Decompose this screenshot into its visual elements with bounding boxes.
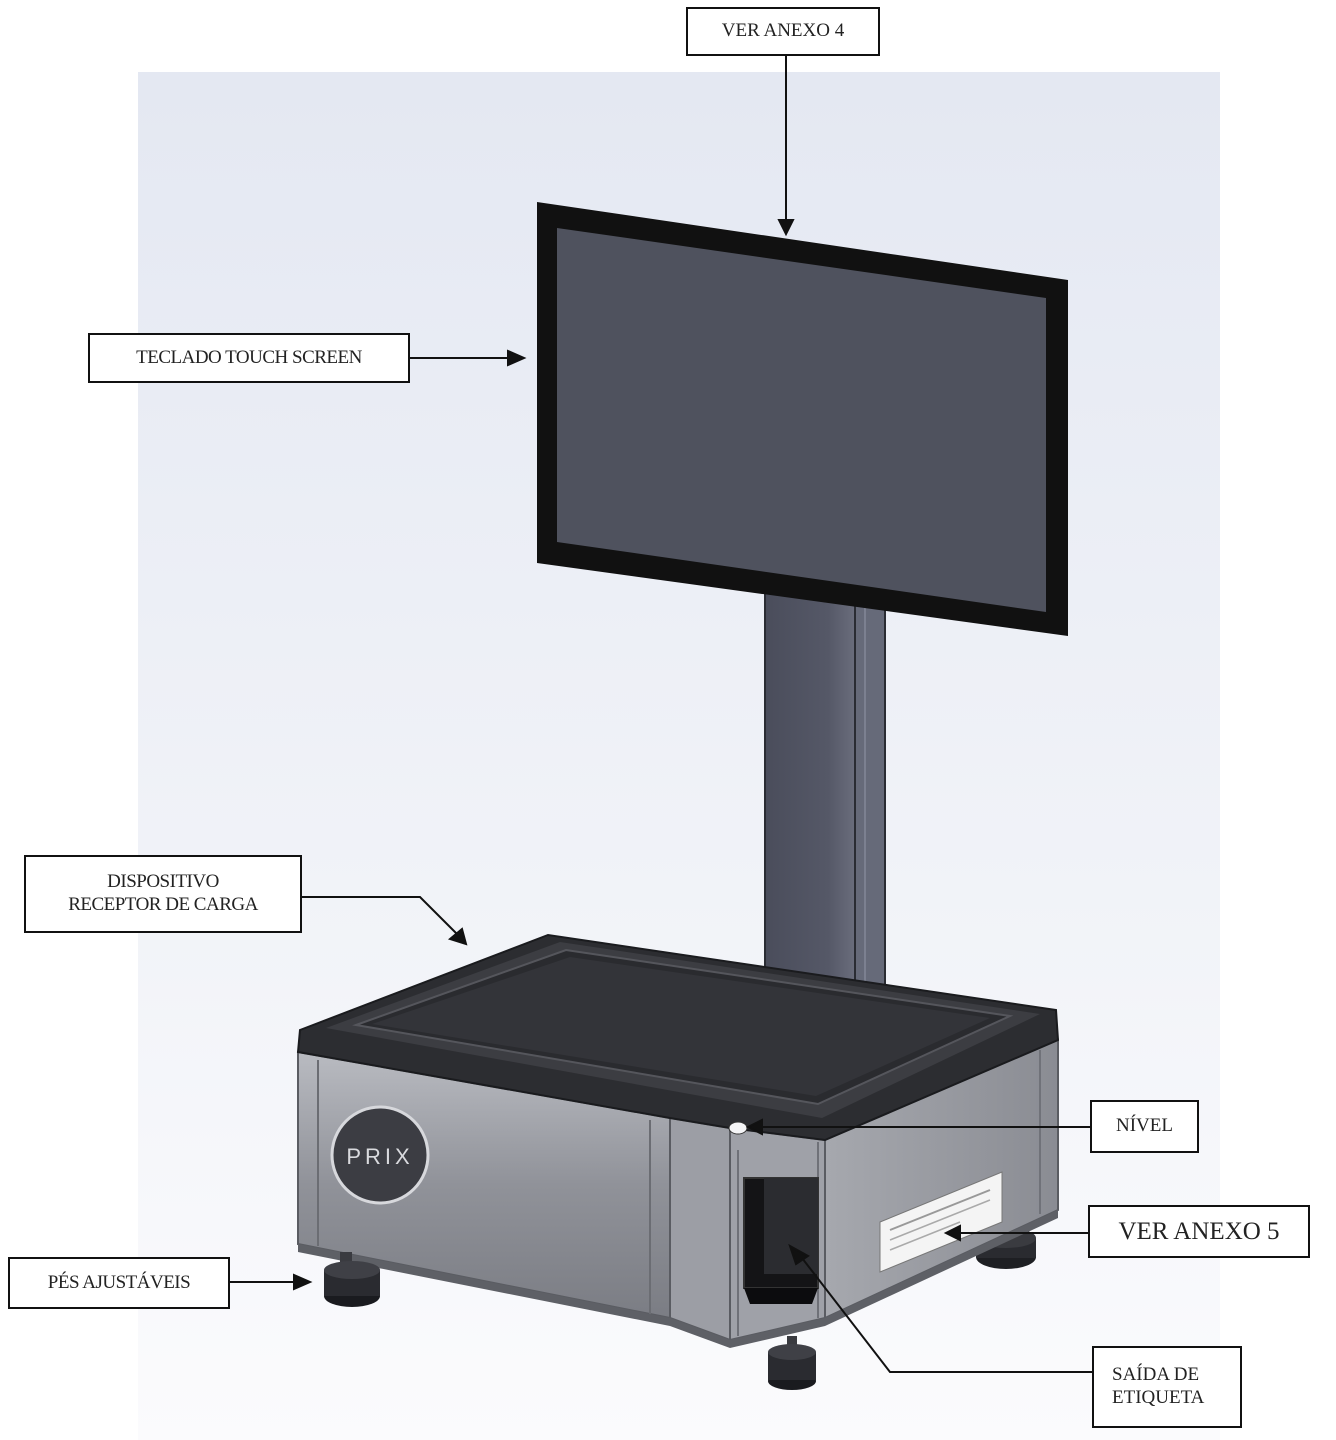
callout-pes-text: PÉS AJUSTÁVEIS: [47, 1271, 191, 1293]
weighing-platter: [296, 933, 1060, 1142]
display-column: [764, 558, 886, 992]
callout-dispositivo-receptor: DISPOSITIVO RECEPTOR DE CARGA: [24, 855, 302, 933]
brand-text: PRIX: [346, 1144, 413, 1169]
callout-teclado-touch-screen: TECLADO TOUCH SCREEN: [88, 333, 410, 383]
callout-ver-anexo-5-text: VER ANEXO 5: [1118, 1217, 1280, 1245]
callout-ver-anexo-4-text: VER ANEXO 4: [721, 20, 845, 42]
callout-saida-line2: ETIQUETA: [1112, 1387, 1205, 1408]
brand-emblem: PRIX: [330, 1105, 430, 1205]
callout-leaders: [230, 56, 1092, 1373]
identification-plate: [879, 1171, 1003, 1273]
callout-nivel: NÍVEL: [1090, 1100, 1199, 1153]
level-indicator: [728, 1121, 748, 1135]
callout-dispositivo-line1: DISPOSITIVO: [107, 871, 219, 893]
touch-screen: [537, 202, 1068, 636]
callout-dispositivo-line2: RECEPTOR DE CARGA: [68, 894, 258, 915]
callout-ver-anexo-4: VER ANEXO 4: [686, 7, 880, 56]
callout-ver-anexo-5: VER ANEXO 5: [1088, 1205, 1310, 1258]
callout-saida-line1: SAÍDA DE: [1112, 1364, 1200, 1386]
callout-saida-de-etiqueta: SAÍDA DE ETIQUETA: [1092, 1346, 1242, 1428]
callout-teclado-text: TECLADO TOUCH SCREEN: [136, 346, 362, 368]
callout-pes-ajustaveis: PÉS AJUSTÁVEIS: [8, 1257, 230, 1309]
front-feet: [324, 1252, 816, 1390]
callout-nivel-text: NÍVEL: [1116, 1115, 1173, 1137]
label-exit-slot: [743, 1177, 819, 1304]
